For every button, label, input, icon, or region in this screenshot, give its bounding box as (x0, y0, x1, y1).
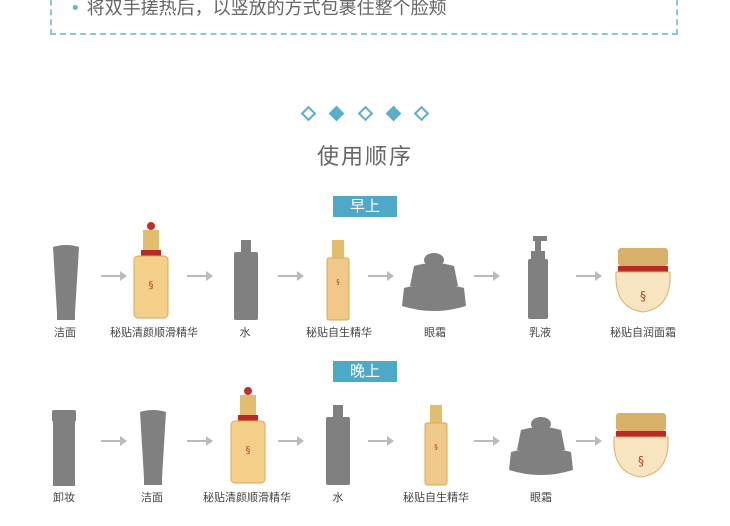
morning-step-label: 秘贴自润面霜 (610, 326, 676, 339)
diamond-filled-icon (329, 105, 345, 122)
morning-step-label: 眼霜 (424, 326, 446, 339)
evening-step-label: 秘贴自生精华 (403, 491, 469, 504)
eye-cream-jar-icon (402, 253, 466, 311)
diamond-divider (0, 104, 730, 123)
arrow-icon (278, 436, 304, 446)
svg-text:§: § (640, 289, 646, 303)
arrow-icon (187, 271, 213, 281)
arrow-icon (368, 271, 394, 281)
pump-bottle-icon (528, 236, 548, 319)
arrow-icon (576, 436, 602, 446)
evening-step-label: 卸妆 (53, 491, 75, 504)
evening-step-label: 秘贴清颜顺滑精华 (203, 491, 291, 504)
svg-text:§: § (149, 280, 154, 291)
serum-bottle-icon: § (230, 387, 266, 484)
remover-bottle-icon (52, 410, 76, 486)
serum-bottle-icon: § (133, 222, 169, 319)
diamond-outline-icon (357, 105, 373, 122)
eye-cream-jar-icon (509, 417, 573, 475)
arrow-icon (368, 436, 394, 446)
arrow-icon (474, 271, 500, 281)
diamond-outline-icon (413, 105, 429, 122)
instruction-box (50, 0, 678, 35)
toner-bottle-icon (234, 240, 258, 320)
toner-bottle-icon (326, 405, 350, 485)
instruction-text: 将双手搓热后，以竖放的方式包裹住整个脸颊 (86, 0, 447, 19)
morning-step-label: 水 (239, 326, 251, 339)
essence-bottle-icon: § (424, 405, 448, 486)
arrow-icon (278, 271, 304, 281)
cleanser-tube-icon (140, 410, 166, 485)
evening-badge: 晚上 (333, 361, 397, 382)
svg-text:§: § (336, 278, 340, 286)
section-title: 使用顺序 (316, 145, 413, 170)
morning-step-label: 秘贴清颜顺滑精华 (110, 326, 198, 339)
svg-text:§: § (246, 445, 251, 456)
arrow-icon (101, 436, 127, 446)
cream-jar-icon: § (613, 413, 669, 478)
morning-badge: 早上 (333, 196, 397, 217)
arrow-icon (101, 271, 127, 281)
morning-step-label: 秘贴自生精华 (306, 326, 372, 339)
svg-text:§: § (638, 454, 644, 468)
instruction-line: • 将双手搓热后，以竖放的方式包裹住整个脸颊 (70, 0, 447, 20)
morning-step-label: 乳液 (529, 326, 551, 339)
evening-step-label: 水 (332, 491, 344, 504)
arrow-icon (576, 271, 602, 281)
cleanser-tube-icon (53, 245, 79, 320)
arrow-icon (187, 436, 213, 446)
evening-step-label: 洁面 (141, 491, 163, 504)
diamond-filled-icon (385, 105, 401, 122)
cream-jar-icon: § (615, 248, 671, 313)
bullet-dot-icon: • (70, 0, 81, 19)
svg-text:§: § (434, 443, 438, 451)
evening-step-label: 眼霜 (530, 491, 552, 504)
essence-bottle-icon: § (326, 240, 350, 321)
morning-step-label: 洁面 (54, 326, 76, 339)
arrow-icon (474, 436, 500, 446)
diamond-outline-icon (301, 105, 317, 122)
